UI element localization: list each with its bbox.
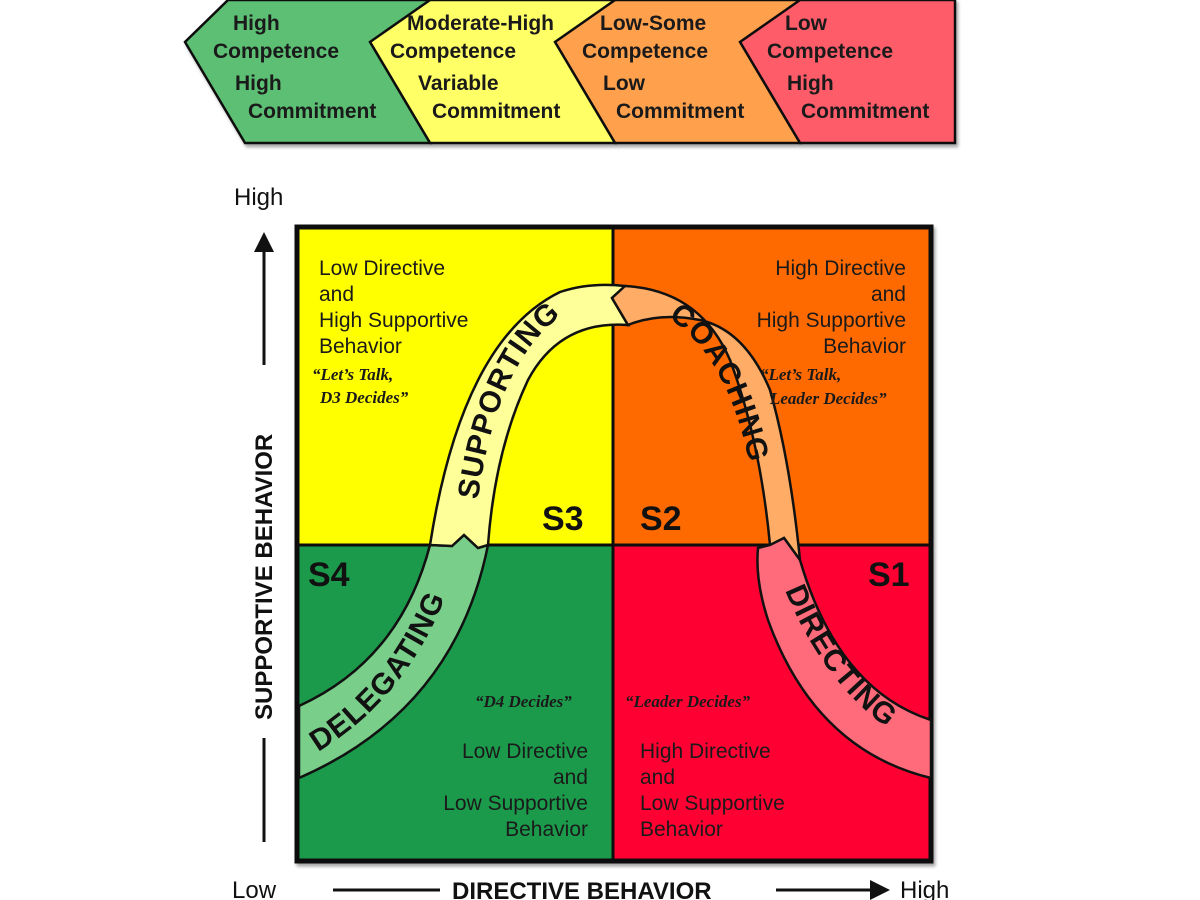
d1-competence-label: Competence [767,40,893,63]
coaching-arrow [610,284,802,565]
s4-line-4: Behavior [505,818,588,841]
s1-line-4: Behavior [640,818,723,841]
d3-commitment-label: Commitment [432,100,560,123]
x-axis-low-label: Low [232,877,277,900]
y-axis-arrow-icon [254,232,274,252]
y-axis-title: SUPPORTIVE BEHAVIOR [251,434,278,720]
s1-line-3: Low Supportive [640,792,785,815]
quadrant-s1-text: S1 “Leader Decides” High Directive and L… [625,556,910,841]
s4-line-1: Low Directive [462,740,588,763]
d4-competence-level: High [233,12,280,35]
s1-line-2: and [640,766,675,789]
d4-commitment-level: High [235,72,282,95]
banner-d1-text: Low Competence High Commitment [767,12,929,123]
banner-d4-text: High Competence High Commitment [213,12,376,123]
s3-line-3: High Supportive [319,309,468,332]
s2-quote-line-2: Leader Decides” [769,389,887,408]
d4-competence-label: Competence [213,40,339,63]
s1-label: S1 [868,556,910,594]
s2-line-4: Behavior [823,335,906,358]
s2-line-1: High Directive [775,257,906,280]
x-axis-arrow-icon [870,880,890,900]
s3-quote-line-2: D3 Decides” [319,388,409,407]
y-axis: High SUPPORTIVE BEHAVIOR [234,184,283,842]
s2-line-2: and [871,283,906,306]
s2-label: S2 [640,500,682,538]
x-axis-high-label: High [900,877,949,900]
d2-commitment-label: Commitment [616,100,744,123]
s3-quote-line-1: “Let’s Talk, [312,365,393,384]
banner-d2-text: Low-Some Competence Low Commitment [582,12,744,123]
y-axis-high-label: High [234,184,283,211]
development-level-banner [183,0,957,145]
d1-commitment-label: Commitment [801,100,929,123]
s4-line-3: Low Supportive [443,792,588,815]
s3-line-1: Low Directive [319,257,445,280]
s2-quote-line-1: “Let’s Talk, [760,365,841,384]
banner-d3-text: Moderate-High Competence Variable Commit… [390,12,560,123]
s2-line-3: High Supportive [757,309,906,332]
banner-d4-green [183,0,433,145]
s4-line-2: and [553,766,588,789]
quadrant-s3-text: Low Directive and High Supportive Behavi… [312,257,584,538]
s3-line-4: Behavior [319,335,402,358]
x-axis-title: DIRECTIVE BEHAVIOR [452,878,712,900]
s3-line-2: and [319,283,354,306]
s4-label: S4 [308,556,350,594]
d2-competence-label: Competence [582,40,708,63]
s4-quote: “D4 Decides” [475,692,572,711]
s1-line-1: High Directive [640,740,771,763]
quadrant-s2-text: High Directive and High Supportive Behav… [640,257,906,538]
d3-competence-label: Competence [390,40,516,63]
s1-quote: “Leader Decides” [625,692,751,711]
d3-commitment-level: Variable [418,72,499,95]
d4-commitment-label: Commitment [248,100,376,123]
s3-label: S3 [542,500,584,538]
directing-arrow [756,536,933,780]
d1-commitment-level: High [787,72,834,95]
x-axis: Low DIRECTIVE BEHAVIOR High [232,877,949,900]
d2-competence-level: Low-Some [600,12,706,35]
d2-commitment-level: Low [603,72,646,95]
quadrant-s4-text: S4 “D4 Decides” Low Directive and Low Su… [308,556,588,841]
d3-competence-level: Moderate-High [407,12,554,35]
d1-competence-level: Low [785,12,828,35]
